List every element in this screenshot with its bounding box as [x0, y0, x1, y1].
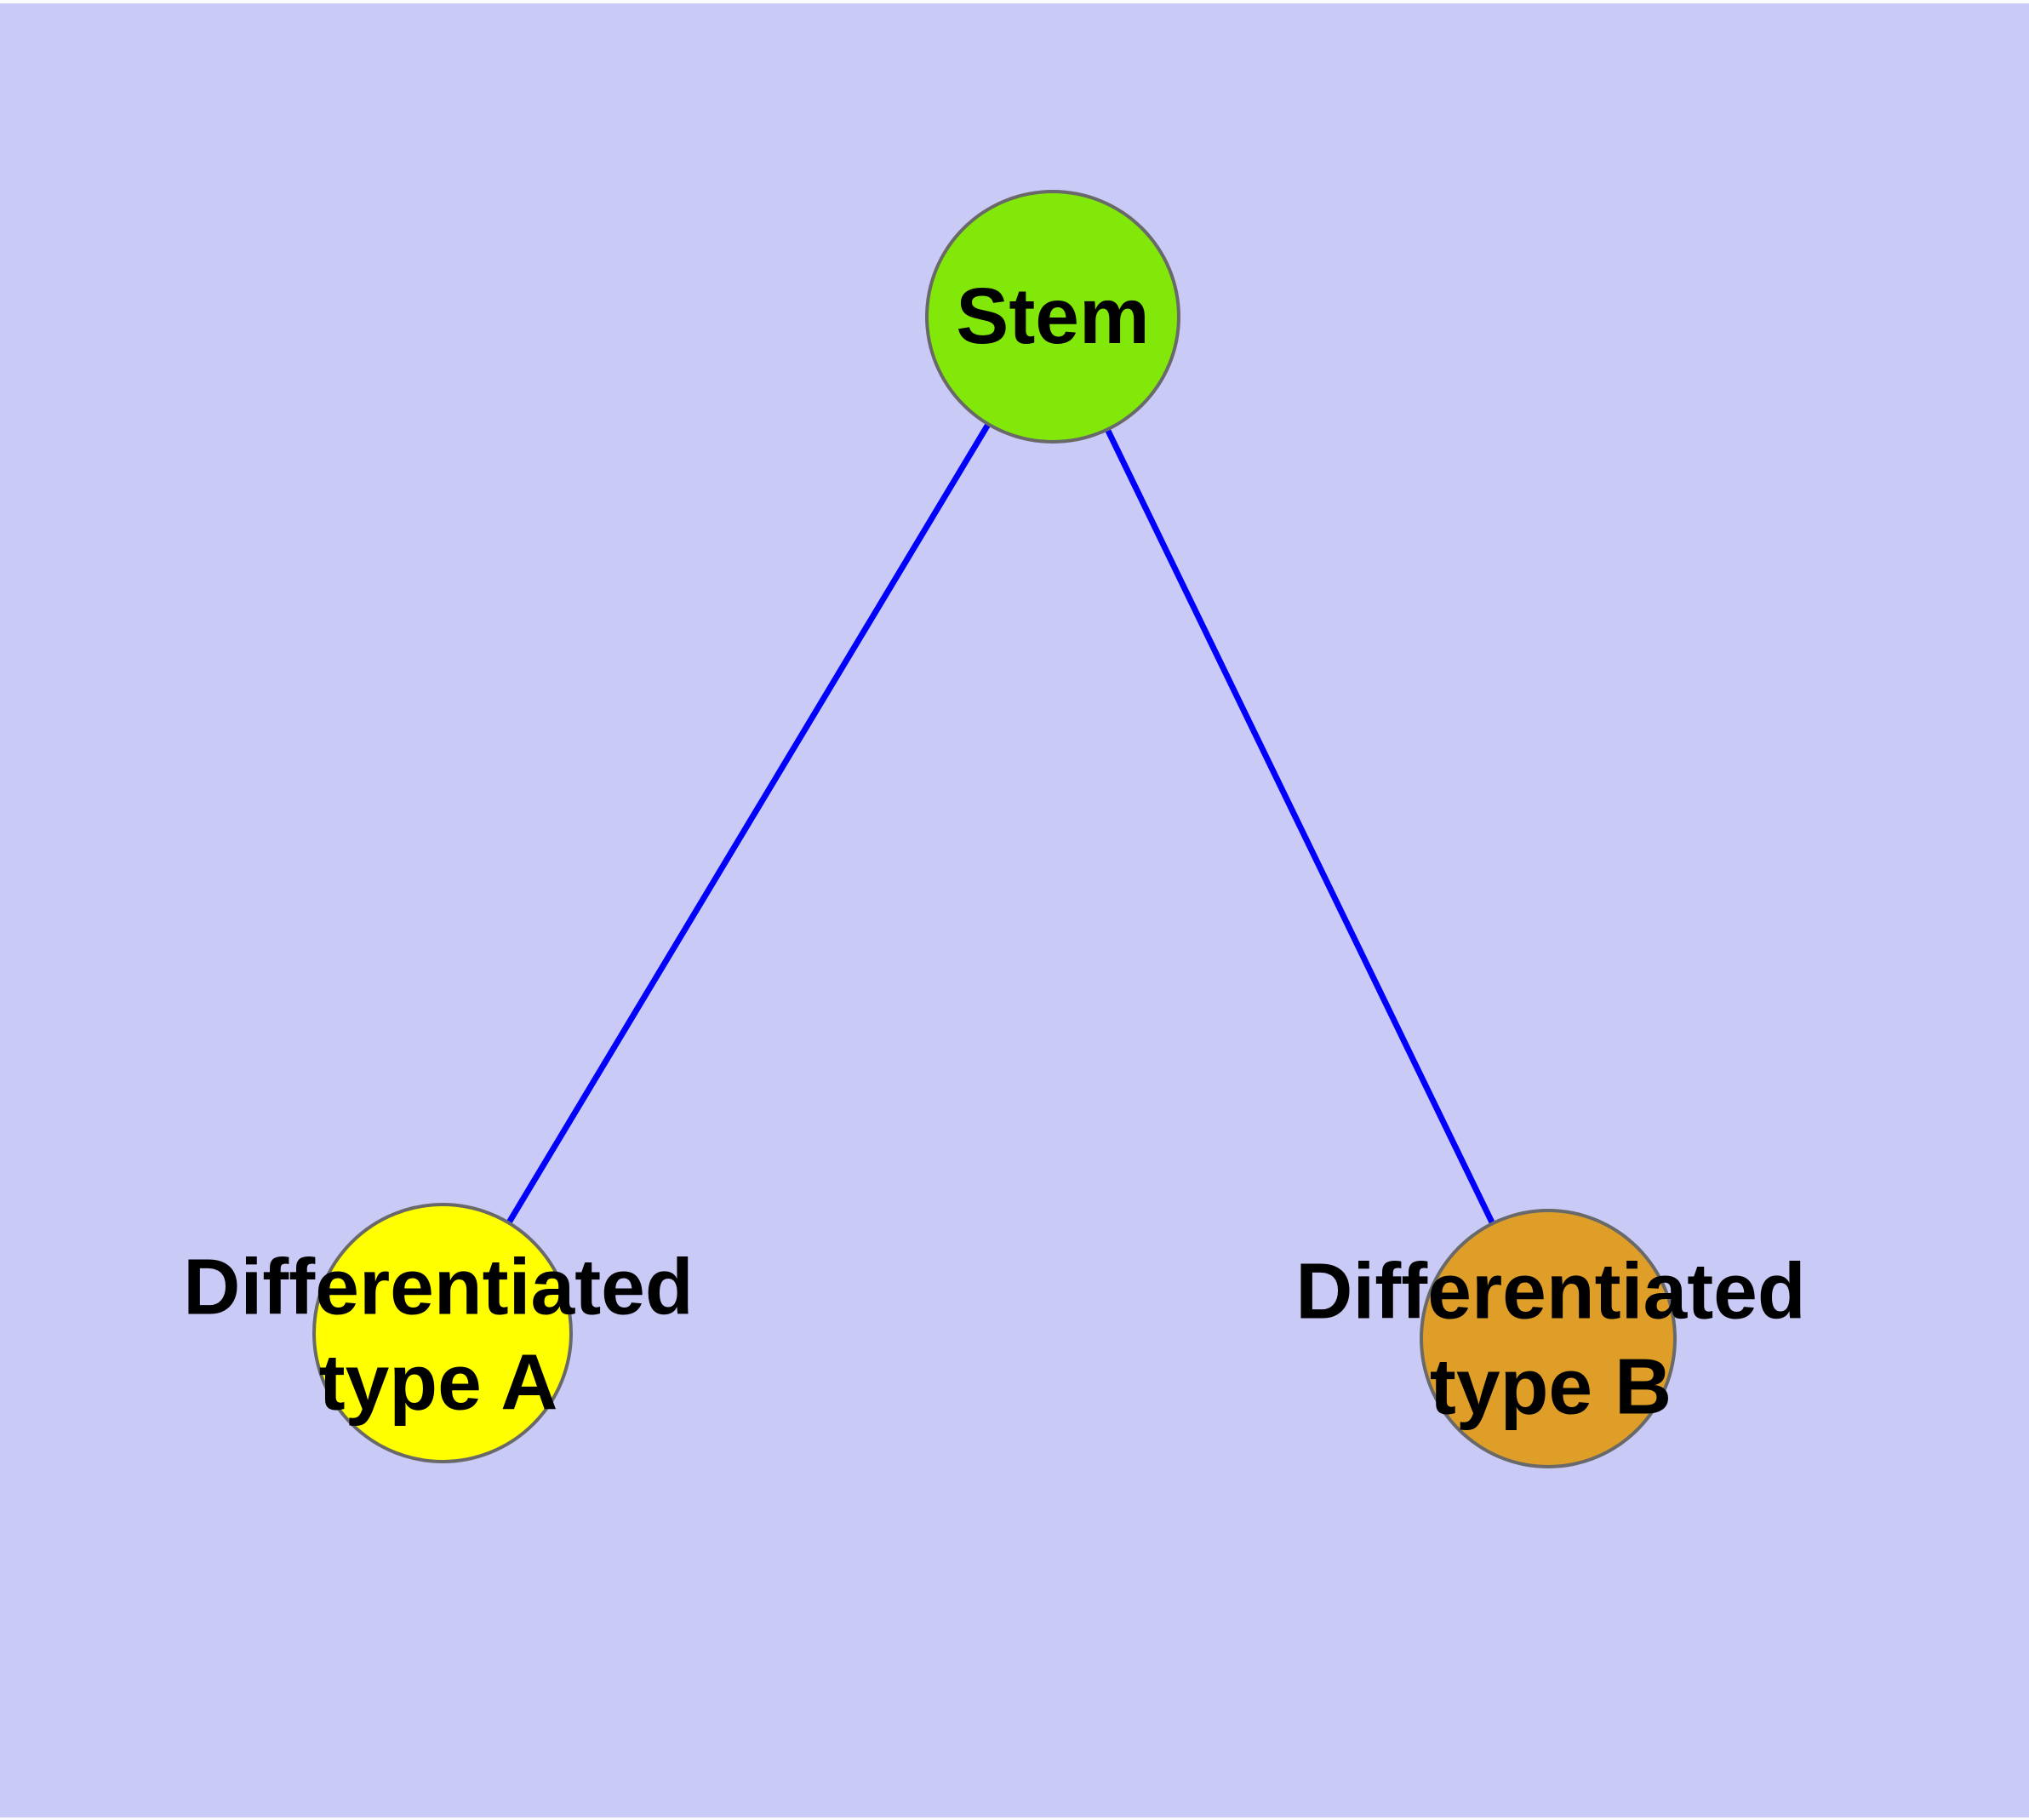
screenshot-bottom-border — [0, 1817, 2029, 1820]
node-differentiated-type-b[interactable] — [1420, 1209, 1677, 1468]
edge-stem-to-type-b — [1049, 315, 1552, 1340]
node-stem[interactable] — [925, 190, 1180, 444]
screenshot-top-border — [0, 0, 2029, 3]
node-differentiated-type-a[interactable] — [312, 1203, 573, 1463]
edge-stem-to-type-a — [439, 315, 1056, 1335]
